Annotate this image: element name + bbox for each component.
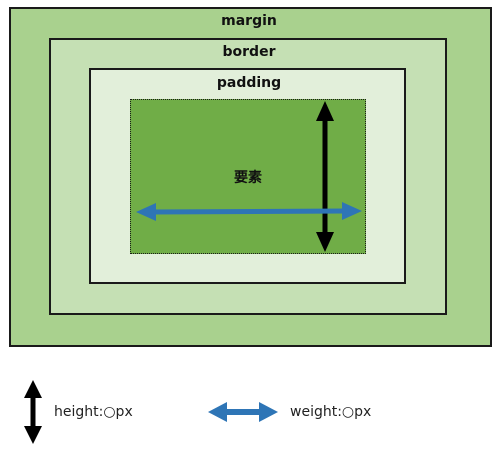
legend-height-arrow-icon xyxy=(24,380,42,444)
legend-weight-text: weight:○px xyxy=(290,404,372,420)
legend-width-arrow-icon xyxy=(208,402,278,422)
legend-height-text: height:○px xyxy=(54,404,133,420)
margin-label: margin xyxy=(221,13,277,29)
padding-label: padding xyxy=(216,75,282,91)
element-label: 要素 xyxy=(234,170,262,186)
border-label: border xyxy=(222,44,276,60)
